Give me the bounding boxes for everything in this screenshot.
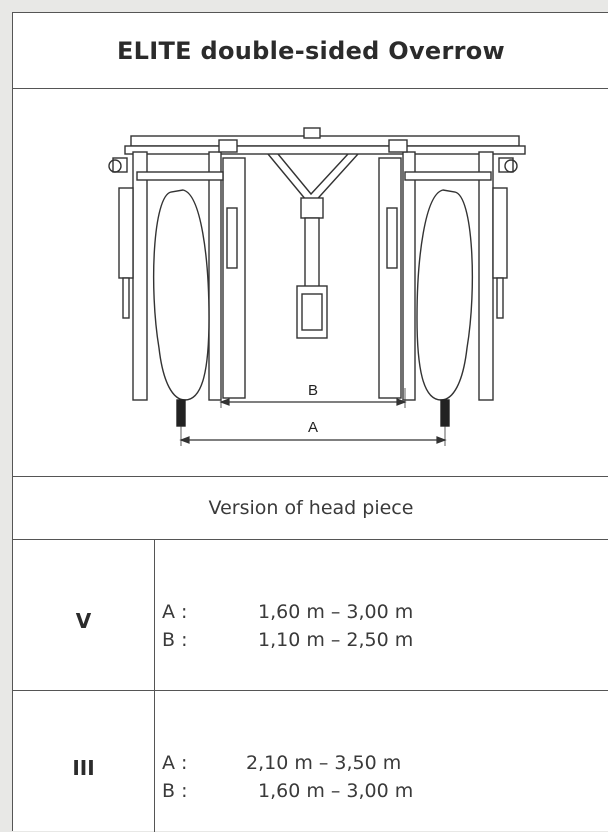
- version-code-cell: V: [13, 540, 155, 690]
- dimension-a-value: 1,60 m – 3,00 m: [258, 601, 414, 623]
- version-row: V A : 1,60 m – 3,00 m B : 1,10 m – 2,50 …: [13, 540, 608, 691]
- spec-sheet: ELITE double-sided Overrow: [12, 12, 608, 832]
- section-label: Version of head piece: [208, 497, 414, 519]
- dimension-b-label: B: [308, 382, 318, 399]
- version-row: III A : 2,10 m – 3,50 m B : 1,60 m – 3,0…: [13, 691, 608, 832]
- version-code: V: [75, 609, 92, 633]
- version-code: III: [72, 755, 95, 780]
- dimension-b-value: 1,10 m – 2,50 m: [258, 629, 414, 651]
- dimension-b-key: B :: [162, 629, 188, 651]
- overrow-technical-drawing: B A: [108, 127, 526, 446]
- dimension-a-key: A :: [162, 601, 188, 623]
- dimension-a-label: A: [308, 419, 318, 436]
- page-title: ELITE double-sided Overrow: [116, 36, 506, 65]
- title-cell: ELITE double-sided Overrow: [13, 13, 608, 89]
- drawing-cell: B A: [13, 88, 608, 477]
- dimension-b-value: 1,60 m – 3,00 m: [258, 780, 414, 802]
- dimension-b-key: B :: [162, 780, 188, 802]
- dimension-a-value: 2,10 m – 3,50 m: [246, 752, 402, 774]
- version-code-cell: III: [13, 691, 155, 832]
- section-header: Version of head piece: [13, 477, 608, 540]
- dimension-a-key: A :: [162, 752, 188, 774]
